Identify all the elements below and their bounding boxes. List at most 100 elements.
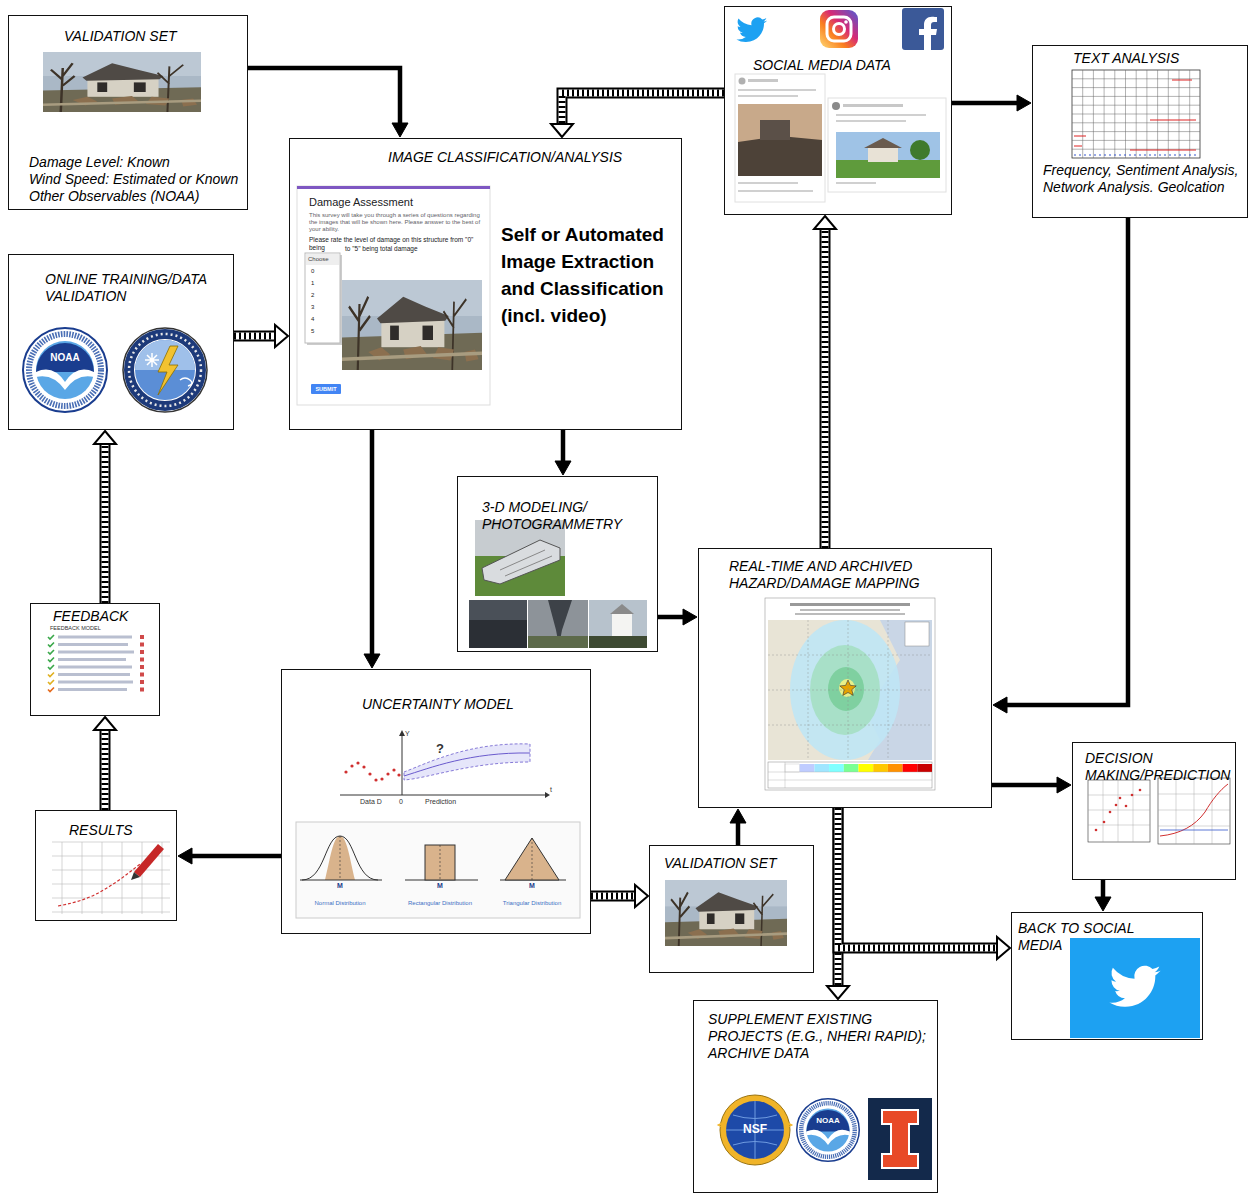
distribution-panel — [505, 838, 559, 880]
feedback-box: FEEDBACK — [30, 603, 160, 716]
modeling-photos — [589, 600, 647, 648]
arrow-head — [730, 809, 746, 823]
arrow-shaft — [234, 333, 275, 340]
logo-text: NSF — [735, 1122, 775, 1136]
intensity-map — [903, 764, 918, 772]
mapping-box: REAL-TIME AND ARCHIVED HAZARD/DAMAGE MAP… — [698, 548, 992, 808]
intensity-map — [829, 764, 844, 772]
distribution-panel — [440, 845, 441, 880]
validation-photo — [43, 52, 201, 112]
decision-charts — [1125, 805, 1128, 808]
feedback-list — [48, 635, 54, 669]
distribution-panel — [340, 836, 341, 880]
axis-label: t — [550, 786, 558, 794]
validation-box: VALIDATION SETDamage Level: KnownWind Sp… — [8, 15, 248, 210]
arrow-shaft — [838, 808, 997, 948]
modeling-photos — [589, 636, 647, 648]
validation-photo — [665, 880, 787, 946]
results-chart — [134, 844, 164, 877]
arrow-shaft — [370, 430, 375, 654]
intensity-map — [768, 620, 932, 760]
arrow-shaft — [234, 331, 275, 342]
social-icons — [902, 8, 944, 50]
validation-photo — [43, 52, 201, 112]
feedback-list — [140, 635, 144, 692]
nssl-logo — [180, 378, 192, 386]
axis-label: 0 — [399, 798, 407, 806]
modeling-photos — [528, 600, 588, 648]
prediction-chart — [404, 753, 530, 776]
nssl-logo — [129, 334, 201, 406]
hatched-arrow — [551, 93, 724, 137]
arrow-shaft — [838, 808, 997, 948]
modeling-photos — [469, 520, 647, 648]
arrow-hatching — [234, 333, 275, 340]
tweet-screenshots — [760, 120, 790, 140]
form-question: to "5" being total damage — [345, 245, 485, 253]
modeling-photos — [612, 612, 632, 638]
box-title: BACK TO SOCIAL MEDIA — [1018, 920, 1142, 954]
arrow-head — [178, 848, 192, 864]
box-title: DECISION MAKING/PREDICTION — [1085, 750, 1236, 784]
dropdown-option: 0 — [311, 268, 331, 275]
list-title: FEEDBACK MODEL — [50, 625, 150, 632]
intensity-map — [800, 764, 815, 772]
prediction-chart — [368, 772, 371, 775]
survey-form — [297, 186, 490, 405]
prediction-chart — [399, 730, 550, 798]
mean-marker: M — [333, 882, 347, 890]
flow-arrow — [993, 218, 1128, 713]
nssl-logo — [129, 334, 201, 406]
survey-form — [311, 384, 341, 394]
decision-charts — [1109, 811, 1112, 814]
social-icons — [834, 24, 845, 35]
decision-charts — [1119, 797, 1122, 800]
social-media-box: SOCIAL MEDIA DATA — [724, 6, 952, 215]
button-label: SUBMIT — [311, 386, 341, 393]
dropdown-option: 3 — [311, 304, 331, 311]
modeling-photos — [469, 600, 527, 648]
frequency-chart — [1074, 155, 1198, 156]
survey-form — [297, 186, 490, 405]
illinois-logo — [868, 1098, 932, 1180]
twitter-tile — [1109, 966, 1160, 1007]
arrow-shaft — [102, 444, 109, 603]
box-body: Frequency, Sentiment Analysis, Network A… — [1043, 162, 1241, 195]
arrow-hatching — [822, 229, 829, 548]
box-body: Other Observables (NOAA) — [29, 188, 244, 205]
arrow-head — [275, 325, 288, 347]
noaa-logo — [797, 1099, 860, 1162]
nsf-logo — [720, 1095, 790, 1165]
social-icons — [919, 17, 937, 50]
arrow-head — [1017, 95, 1031, 111]
nsf-logo — [719, 1122, 791, 1128]
validation-photo — [665, 880, 787, 946]
tweet-screenshots — [864, 138, 902, 148]
survey-form — [297, 186, 490, 189]
modeling-photos — [500, 550, 552, 576]
mean-marker: M — [433, 882, 447, 890]
flow-arrow — [1095, 880, 1111, 911]
frequency-chart — [1072, 70, 1200, 158]
hatched-arrow — [234, 325, 288, 347]
uncertainty-box: UNCERTAINTY MODEL — [281, 669, 591, 934]
intensity-map — [859, 764, 874, 772]
box-title: SOCIAL MEDIA DATA — [753, 57, 948, 74]
nssl-logo — [145, 353, 159, 367]
decision-charts — [1115, 804, 1118, 807]
flow-arrow — [364, 430, 380, 668]
tweet-screenshots — [832, 102, 840, 110]
prediction-chart — [397, 773, 400, 776]
intensity-map — [790, 603, 910, 606]
distribution-panel — [296, 822, 580, 918]
distribution-name: Rectangular Distribution — [395, 900, 485, 907]
intensity-map — [800, 609, 900, 611]
social-icons — [736, 17, 767, 42]
box-title: ONLINE TRAINING/DATA VALIDATION — [45, 271, 231, 305]
tweet-screenshots — [836, 120, 906, 122]
prediction-chart — [350, 764, 353, 767]
decision-charts — [1131, 794, 1134, 797]
dropdown-option: 2 — [311, 292, 331, 299]
decision-charts — [1095, 789, 1142, 832]
